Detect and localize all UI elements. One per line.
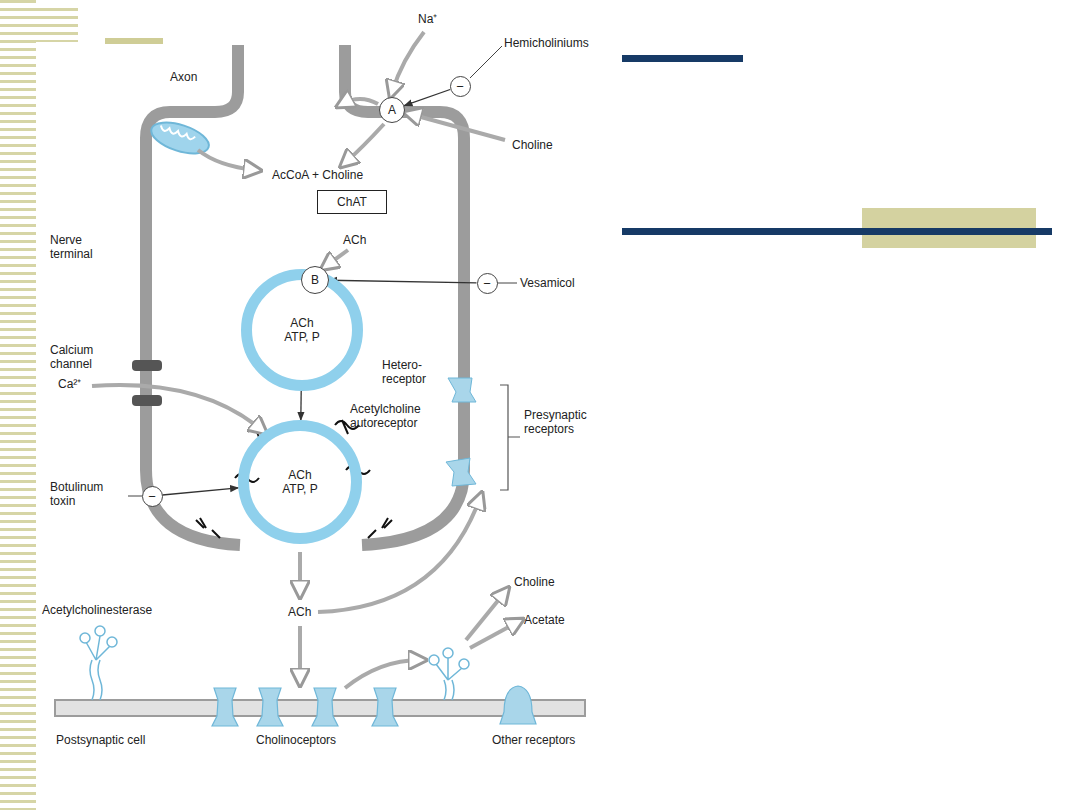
node-text: ChAT — [337, 195, 367, 209]
channel-label: Calcium channel — [50, 343, 120, 371]
product-label: Choline — [514, 575, 555, 589]
drug-label: Vesamicol — [520, 276, 575, 290]
substrate-label: Choline — [512, 138, 553, 152]
node-text: ACh ATP, P — [280, 316, 324, 344]
synaptic-vesicle: ACh ATP, P — [241, 269, 363, 391]
transmitter-label: ACh — [288, 605, 311, 619]
drug-label: Hemicholiniums — [504, 36, 589, 50]
node-text: − — [456, 80, 464, 93]
transmitter-label: ACh — [343, 233, 366, 247]
node-text: − — [483, 277, 491, 290]
node-text: ACh ATP, P — [278, 468, 322, 496]
synaptic-vesicle: ACh ATP, P — [238, 420, 362, 544]
node-text: A — [388, 103, 396, 117]
substrate-label: AcCoA + Choline — [272, 168, 363, 182]
inhibit-sign: − — [142, 486, 163, 507]
connector-arrow — [300, 391, 302, 420]
receptor-label: Presynaptic receptors — [524, 408, 619, 436]
cell-label: Postsynaptic cell — [56, 733, 145, 747]
connector-arrow — [162, 488, 238, 495]
ion-label: Ca²⁺ — [58, 377, 81, 391]
transporter-circle: A — [379, 97, 405, 123]
product-label: Acetate — [524, 613, 565, 627]
inhibit-sign: − — [477, 273, 498, 294]
ion-label: Na⁺ — [418, 12, 437, 26]
receptor-label: Other receptors — [492, 733, 575, 747]
inhibit-sign: − — [450, 76, 471, 97]
connector-arrow — [329, 280, 477, 283]
receptor-label: Hetero- receptor — [382, 358, 454, 386]
receptor-label: Acetylcholine autoreceptor — [350, 402, 455, 430]
connector-arrow — [404, 89, 450, 105]
node-text: − — [148, 490, 156, 503]
toxin-label: Botulinum toxin — [50, 480, 122, 508]
enzyme-box: ChAT — [317, 190, 387, 214]
node-text: B — [311, 273, 319, 287]
transporter-circle: B — [301, 266, 329, 294]
enzyme-label: Acetylcholinesterase — [42, 603, 152, 617]
axon-label: Axon — [170, 70, 197, 84]
receptor-label: Cholinoceptors — [256, 733, 336, 747]
part-label: Nerve terminal — [50, 233, 120, 261]
